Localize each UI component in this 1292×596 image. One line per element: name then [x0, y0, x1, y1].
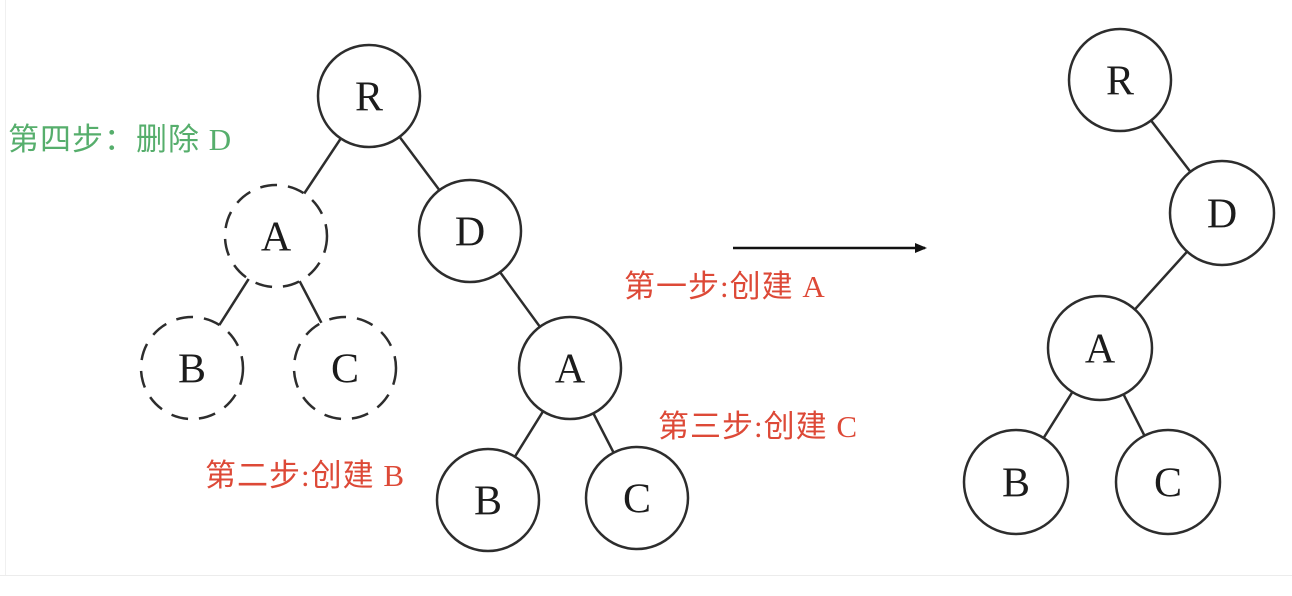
node-label: R: [355, 75, 383, 121]
node-label: B: [474, 479, 502, 525]
node-label: B: [178, 347, 206, 393]
node-right-b: B: [962, 428, 1070, 536]
node-left-b-dashed: B: [139, 315, 245, 421]
node-circle: [1114, 428, 1222, 536]
node-right-d: D: [1168, 159, 1276, 267]
node-circle-dashed: [292, 315, 398, 421]
node-left-b: B: [435, 447, 541, 553]
node-left-c: C: [584, 445, 690, 551]
node-circle-dashed: [139, 315, 245, 421]
left-edge-line: [5, 0, 6, 575]
node-circle: [962, 428, 1070, 536]
annotation-step4-delete-d: 第四步：删除 D: [8, 122, 232, 157]
node-label: C: [331, 347, 359, 393]
bottom-edge-line: [0, 575, 1292, 576]
node-circle-dashed: [223, 183, 329, 289]
node-left-c-dashed: C: [292, 315, 398, 421]
annotation-step2-create-b: 第二步:创建 B: [205, 458, 405, 493]
node-right-r: R: [1067, 27, 1173, 133]
node-label: D: [455, 210, 485, 256]
node-circle: [1168, 159, 1276, 267]
node-left-r: R: [316, 43, 422, 149]
annotation-step1-create-a: 第一步:创建 A: [624, 269, 826, 304]
left-tree: R A D B C A B: [139, 43, 690, 553]
annotation-step3-create-c: 第三步:创建 C: [658, 409, 858, 444]
node-label: D: [1207, 192, 1237, 238]
node-circle: [1067, 27, 1173, 133]
node-circle: [417, 178, 523, 284]
node-circle: [1046, 294, 1154, 402]
node-label: A: [555, 347, 586, 393]
node-label: C: [1154, 461, 1182, 507]
node-left-a: A: [517, 315, 623, 421]
node-circle: [584, 445, 690, 551]
node-circle: [517, 315, 623, 421]
node-label: A: [261, 215, 292, 261]
node-label: C: [623, 477, 651, 523]
node-label: A: [1085, 327, 1116, 373]
node-left-d: D: [417, 178, 523, 284]
node-label: R: [1106, 59, 1134, 105]
node-right-c: C: [1114, 428, 1222, 536]
right-tree: R D A B C: [962, 27, 1276, 536]
node-left-a-dashed: A: [223, 183, 329, 289]
node-circle: [435, 447, 541, 553]
node-right-a: A: [1046, 294, 1154, 402]
node-circle: [316, 43, 422, 149]
node-label: B: [1002, 461, 1030, 507]
